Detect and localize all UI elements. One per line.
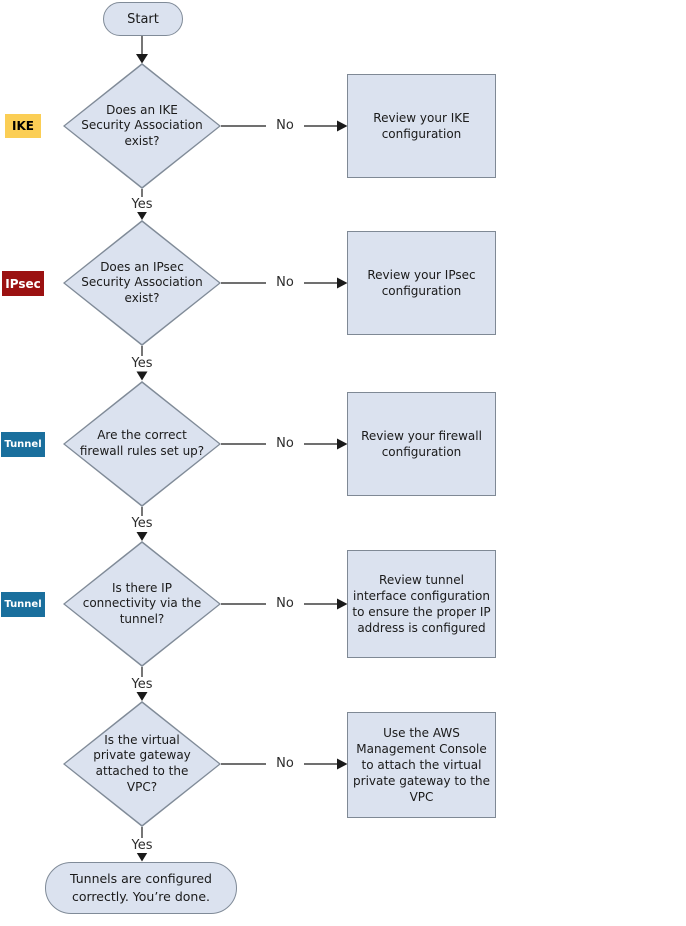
- no-label-4: No: [266, 596, 304, 611]
- decision-ipsec-sa-text: Does an IPsec Security Association exist…: [81, 259, 203, 305]
- decision-ike-sa-text: Does an IKE Security Association exist?: [81, 102, 203, 148]
- decision-vgw-attached-text: Is the virtual private gateway attached …: [93, 732, 191, 794]
- decision-vgw-attached: Is the virtual private gateway attached …: [63, 701, 221, 827]
- end-node: Tunnels are configured correctly. You’re…: [45, 862, 237, 914]
- ike-badge: IKE: [5, 114, 41, 138]
- decision-firewall-rules-text: Are the correct firewall rules set up?: [79, 428, 205, 458]
- tunnel-badge: Tunnel: [1, 592, 45, 617]
- ipsec-badge: IPsec: [2, 271, 44, 296]
- decision-firewall-rules: Are the correct firewall rules set up?: [63, 381, 221, 507]
- yes-label-5: Yes: [126, 838, 158, 853]
- tunnel-badge: Tunnel: [1, 432, 45, 457]
- yes-label-3: Yes: [126, 516, 158, 531]
- action-review-firewall: Review your firewall configuration: [347, 392, 496, 496]
- action-attach-vgw: Use the AWS Management Console to attach…: [347, 712, 496, 818]
- no-label-1: No: [266, 118, 304, 133]
- no-label-5: No: [266, 756, 304, 771]
- decision-ip-connectivity-text: Is there IP connectivity via the tunnel?: [82, 580, 202, 626]
- yes-label-2: Yes: [126, 356, 158, 371]
- no-label-3: No: [266, 436, 304, 451]
- start-node: Start: [103, 2, 183, 36]
- decision-ike-sa: Does an IKE Security Association exist?: [63, 63, 221, 189]
- yes-label-1: Yes: [126, 197, 158, 212]
- decision-ipsec-sa: Does an IPsec Security Association exist…: [63, 220, 221, 346]
- action-review-ipsec: Review your IPsec configuration: [347, 231, 496, 335]
- action-review-ike: Review your IKE configuration: [347, 74, 496, 178]
- yes-label-4: Yes: [126, 677, 158, 692]
- action-review-tunnel-interface: Review tunnel interface configuration to…: [347, 550, 496, 658]
- decision-ip-connectivity: Is there IP connectivity via the tunnel?: [63, 541, 221, 667]
- no-label-2: No: [266, 275, 304, 290]
